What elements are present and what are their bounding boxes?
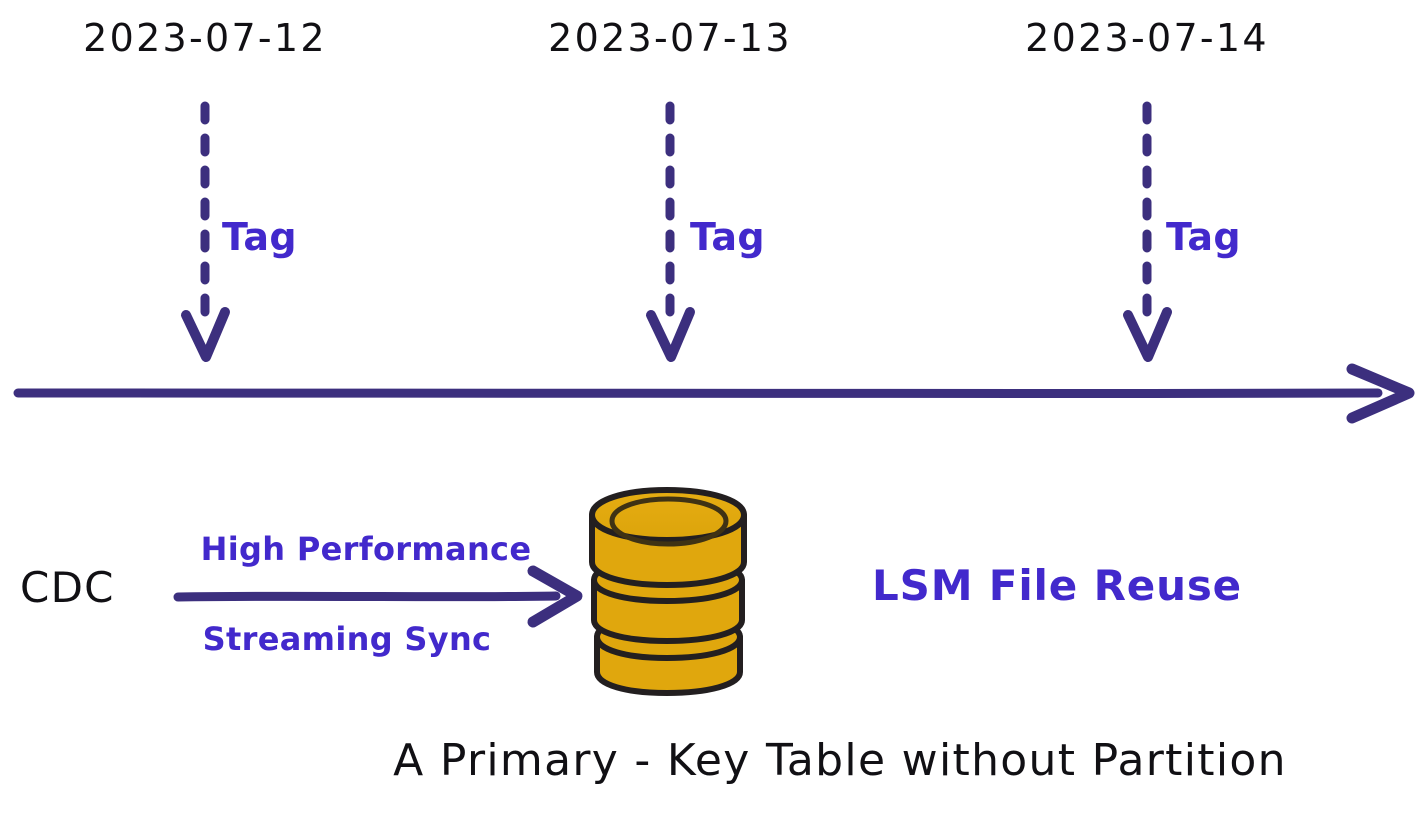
tag-label-2: Tag <box>690 215 766 259</box>
tick-marker-1 <box>181 101 230 362</box>
lsm-file-reuse-label: LSM File Reuse <box>872 561 1242 610</box>
tag-label-1: Tag <box>222 215 298 259</box>
tick-marker-3 <box>1123 101 1172 362</box>
flow-arrow-label-bottom: Streaming Sync <box>202 620 492 658</box>
timeline-date-label-2: 2023-07-13 <box>548 16 792 60</box>
tag-label-3: Tag <box>1166 215 1242 259</box>
timeline-axis <box>13 363 1415 424</box>
timeline-date-label-1: 2023-07-12 <box>83 16 327 60</box>
diagram-caption: A Primary - Key Table without Partition <box>393 735 1287 786</box>
cdc-source-label: CDC <box>20 563 115 612</box>
timeline-date-label-3: 2023-07-14 <box>1025 16 1269 60</box>
tick-marker-2 <box>646 101 695 362</box>
database-cylinder-icon <box>588 486 748 696</box>
flow-arrow <box>173 565 583 628</box>
flow-arrow-label-top: High Performance <box>200 530 532 568</box>
